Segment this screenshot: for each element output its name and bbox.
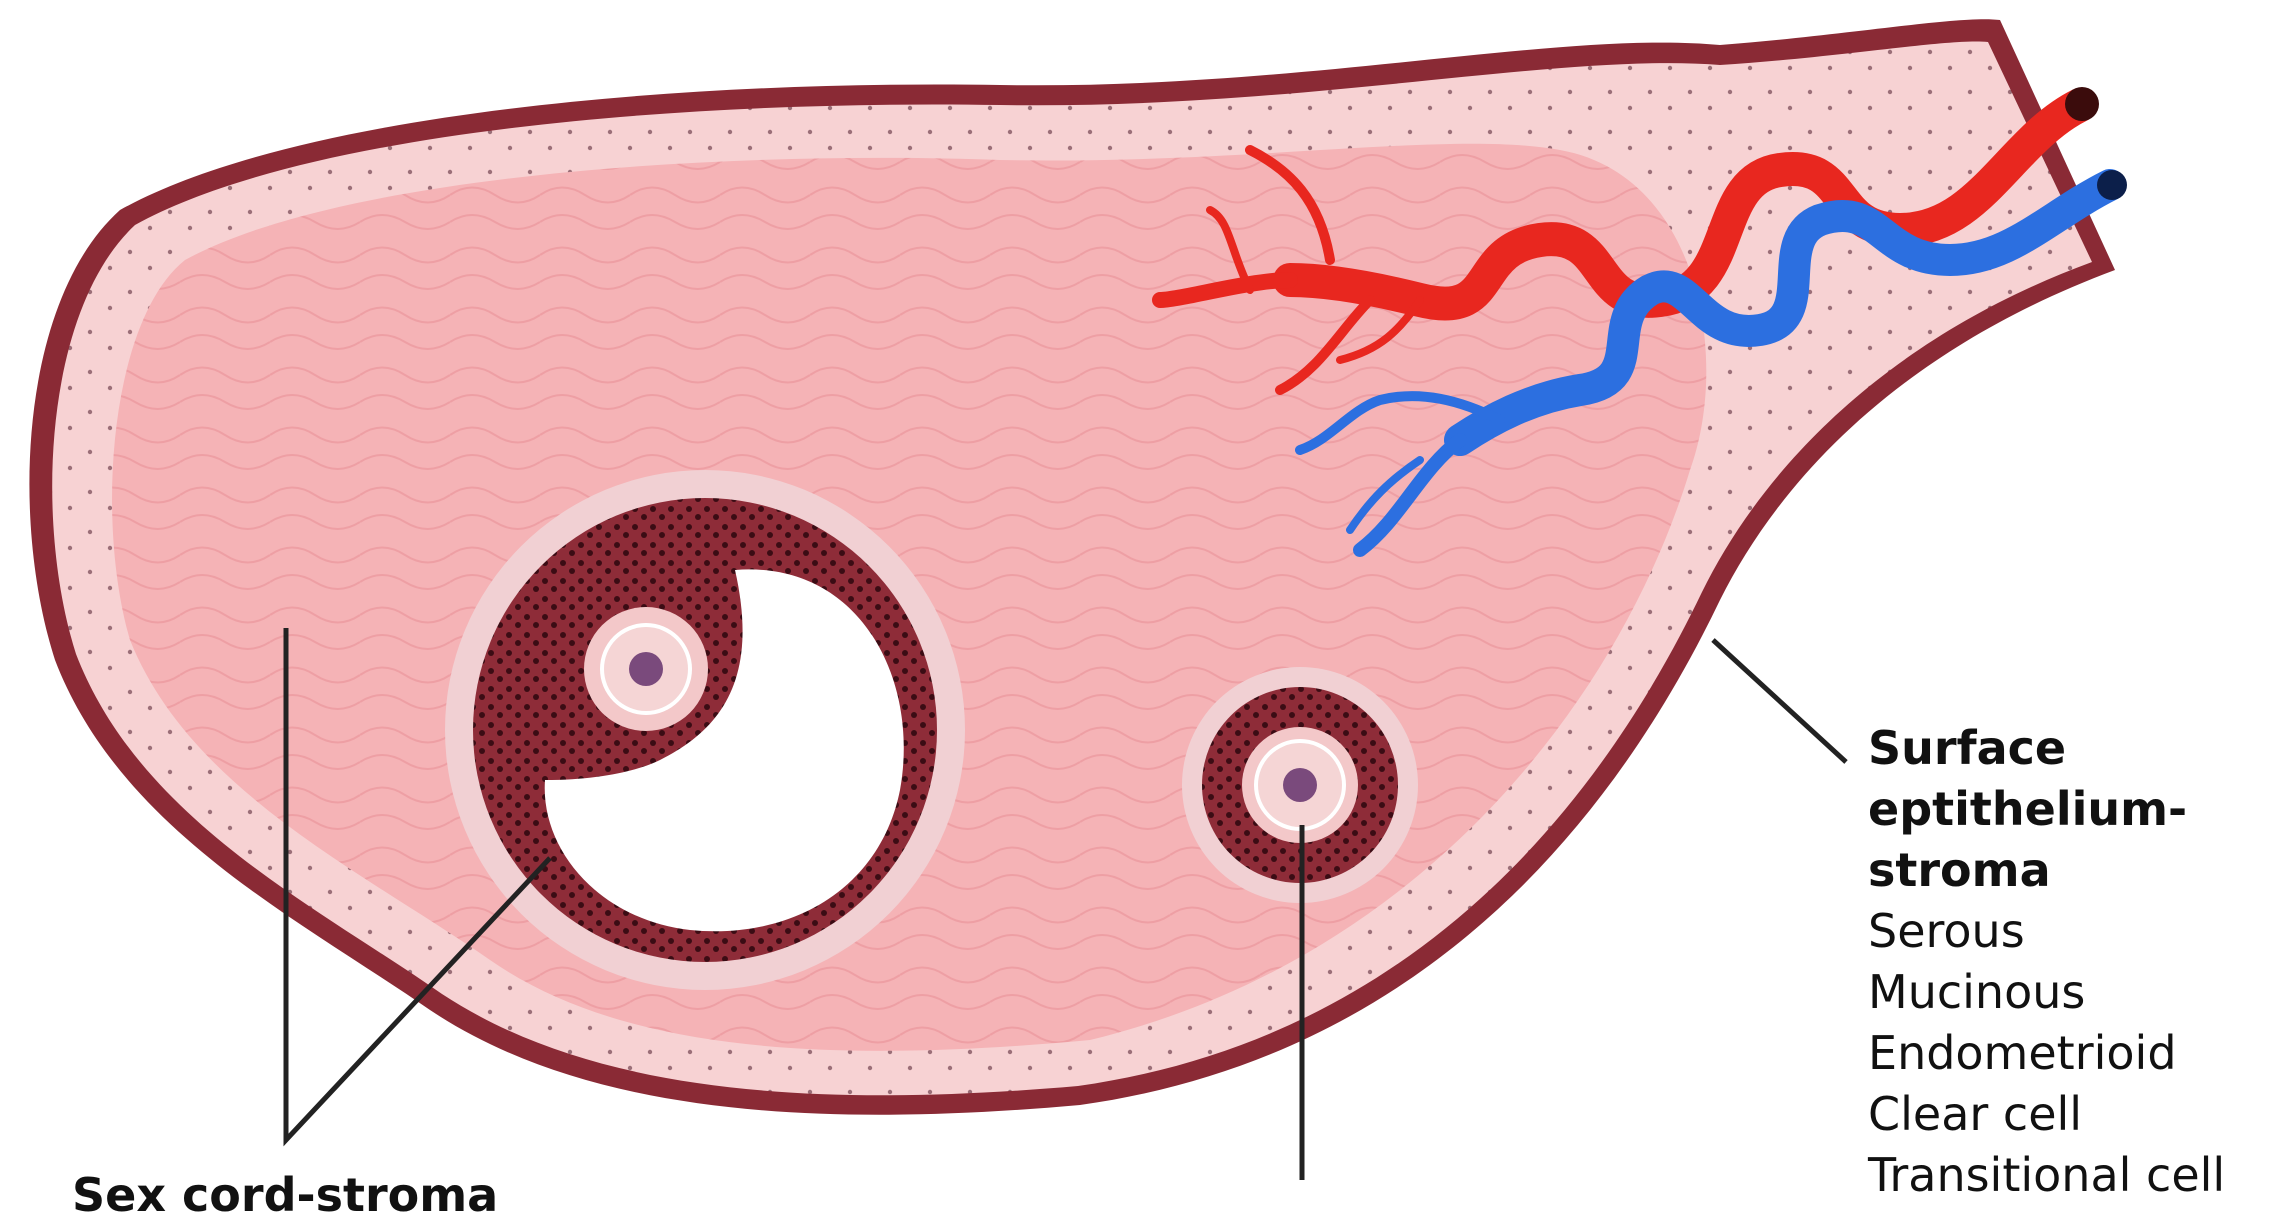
sex-cord-stroma-label: Sex cord-stroma bbox=[72, 1168, 498, 1222]
artery-opening bbox=[2065, 87, 2099, 121]
tumor-type-mucinous: Mucinous bbox=[1868, 962, 2225, 1023]
vein-opening bbox=[2097, 170, 2127, 200]
surface-epithelium-label: Surface eptithelium- stroma Serous Mucin… bbox=[1868, 718, 2225, 1206]
surface-heading-line-1: Surface bbox=[1868, 718, 2225, 779]
tumor-type-transitional-cell: Transitional cell bbox=[1868, 1145, 2225, 1206]
tumor-type-clear-cell: Clear cell bbox=[1868, 1084, 2225, 1145]
surface-heading-line-3: stroma bbox=[1868, 840, 2225, 901]
tumor-type-endometrioid: Endometrioid bbox=[1868, 1023, 2225, 1084]
surface-heading-line-2: eptithelium- bbox=[1868, 779, 2225, 840]
tumor-type-serous: Serous bbox=[1868, 901, 2225, 962]
antral-follicle bbox=[445, 470, 965, 990]
oocyte-nucleus-small bbox=[1283, 768, 1317, 802]
surface-leader-line bbox=[1713, 640, 1846, 762]
oocyte-nucleus bbox=[629, 652, 663, 686]
